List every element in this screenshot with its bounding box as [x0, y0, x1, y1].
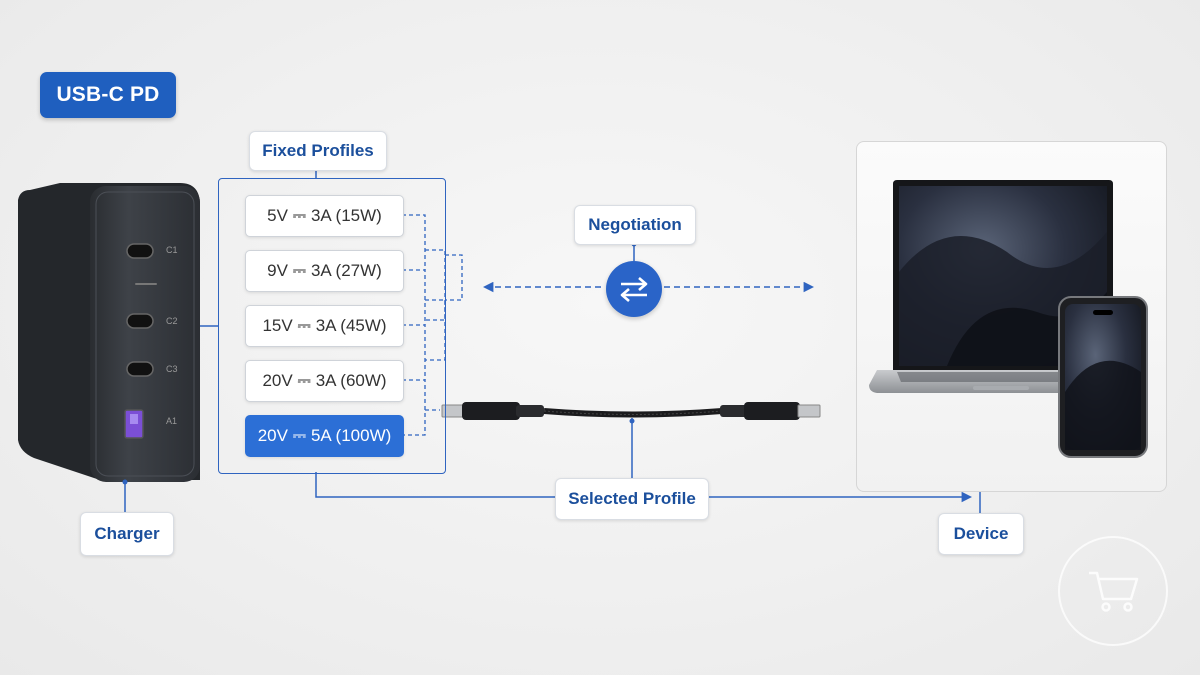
swap-arrows-icon	[606, 261, 662, 317]
device-panel	[856, 141, 1167, 492]
charger-illustration	[18, 183, 200, 482]
port-label-a1: A1	[166, 416, 178, 426]
profiles-frame	[218, 178, 446, 474]
port-label-c1: C1	[166, 245, 178, 255]
usb-c-pd-badge: USB-C PD	[40, 72, 176, 118]
profile-5v-3a: 5V ⎓ 3A (15W)	[245, 195, 404, 237]
device-label: Device	[938, 513, 1024, 555]
fixed-profiles-label: Fixed Profiles	[249, 131, 387, 171]
cart-logo-icon	[1058, 536, 1168, 646]
selected-profile-label: Selected Profile	[555, 478, 709, 520]
profile-20v-5a-selected: 20V ⎓ 5A (100W)	[245, 415, 404, 457]
profile-15v-3a: 15V ⎓ 3A (45W)	[245, 305, 404, 347]
port-label-c2: C2	[166, 316, 178, 326]
profile-20v-3a: 20V ⎓ 3A (60W)	[245, 360, 404, 402]
profile-9v-3a: 9V ⎓ 3A (27W)	[245, 250, 404, 292]
charger-label: Charger	[80, 512, 174, 556]
port-label-c3: C3	[166, 364, 178, 374]
usb-cable-illustration	[441, 402, 821, 420]
negotiation-label: Negotiation	[574, 205, 696, 245]
laptop-phone-illustration	[869, 180, 1148, 458]
